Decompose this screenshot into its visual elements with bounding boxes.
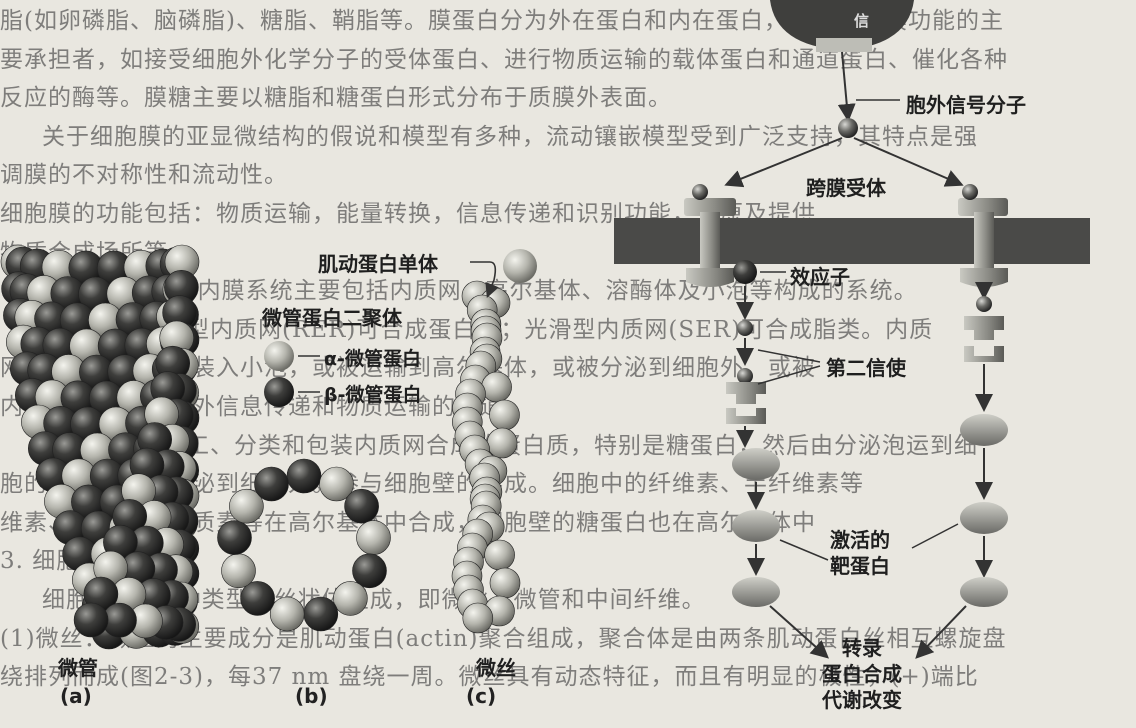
alpha-tubulin-label: α-微管蛋白 xyxy=(324,348,421,370)
ring-subunit xyxy=(229,488,264,524)
cell-membrane xyxy=(614,218,1090,264)
ring-subunit xyxy=(333,581,368,616)
panel-c-label: (c) xyxy=(466,684,497,708)
outcome-metabolic-change: 代谢改变 xyxy=(822,688,902,712)
ring-subunit xyxy=(240,581,275,616)
actin-monomer xyxy=(486,427,518,459)
panel-a-label: (a) xyxy=(60,684,92,708)
source-cell-label: 信 xyxy=(854,12,870,30)
background-line: 调膜的不对称性和流动性。 xyxy=(0,162,288,189)
background-line: 绕排列而成(图2-3)，每37 nm 盘绕一周。微丝具有动态特征，而且有明显的极… xyxy=(0,664,979,691)
ring-subunit xyxy=(217,520,252,555)
effector-icon xyxy=(733,260,757,284)
beta-tubulin-label: β-微管蛋白 xyxy=(324,384,422,406)
activated-target-label-1: 激活的 xyxy=(830,528,890,552)
effector-label: 效应子 xyxy=(790,265,850,289)
actin-filament xyxy=(451,280,521,634)
microfilament-label: 微丝 xyxy=(476,656,516,680)
signal-molecule-icon xyxy=(838,118,858,138)
activated-target-label-2: 靶蛋白 xyxy=(830,554,890,578)
ring-subunit xyxy=(303,596,339,632)
tubulin-subunit xyxy=(73,602,109,638)
actin-monomer xyxy=(484,539,515,571)
receptor-label: 跨膜受体 xyxy=(806,176,886,200)
ring-subunit xyxy=(319,466,354,502)
ring-subunit xyxy=(269,596,305,632)
ring-subunit xyxy=(356,520,391,555)
background-line: 反应的酶等。膜糖主要以糖脂和糖蛋白形式分布于质膜外表面。 xyxy=(0,85,672,112)
tubulin-ring xyxy=(217,458,391,632)
ring-subunit xyxy=(221,553,256,589)
actin-monomer xyxy=(489,567,521,599)
microtubule-label: 微管 xyxy=(58,656,98,680)
actin-monomer xyxy=(462,602,494,634)
ring-subunit xyxy=(352,553,387,589)
outcome-protein-synthesis: 蛋白合成 xyxy=(822,662,902,686)
actin-monomer xyxy=(481,371,512,403)
outcome-transcription: 转录 xyxy=(842,636,882,660)
tubulin-dimer-label: 微管蛋白二聚体 xyxy=(262,306,402,330)
signal-molecule-label: 胞外信号分子 xyxy=(906,93,1026,117)
ring-subunit xyxy=(254,466,289,502)
alpha-tubulin-legend-icon xyxy=(264,341,294,371)
second-messenger-label: 第二信使 xyxy=(826,356,906,380)
ring-subunit xyxy=(344,488,379,524)
beta-tubulin-legend-icon xyxy=(264,377,294,407)
signal-source-cell xyxy=(770,0,914,50)
ring-subunit xyxy=(286,458,322,494)
panel-b-label: (b) xyxy=(295,684,328,708)
second-messenger-icon xyxy=(737,320,753,336)
microtubule-model xyxy=(0,244,200,650)
transmembrane-receptor-left xyxy=(684,184,736,287)
actin-monomer-icon xyxy=(503,249,537,283)
actin-monomer-label: 肌动蛋白单体 xyxy=(318,252,438,276)
actin-monomer xyxy=(489,399,520,431)
transmembrane-receptor-right xyxy=(958,184,1008,607)
